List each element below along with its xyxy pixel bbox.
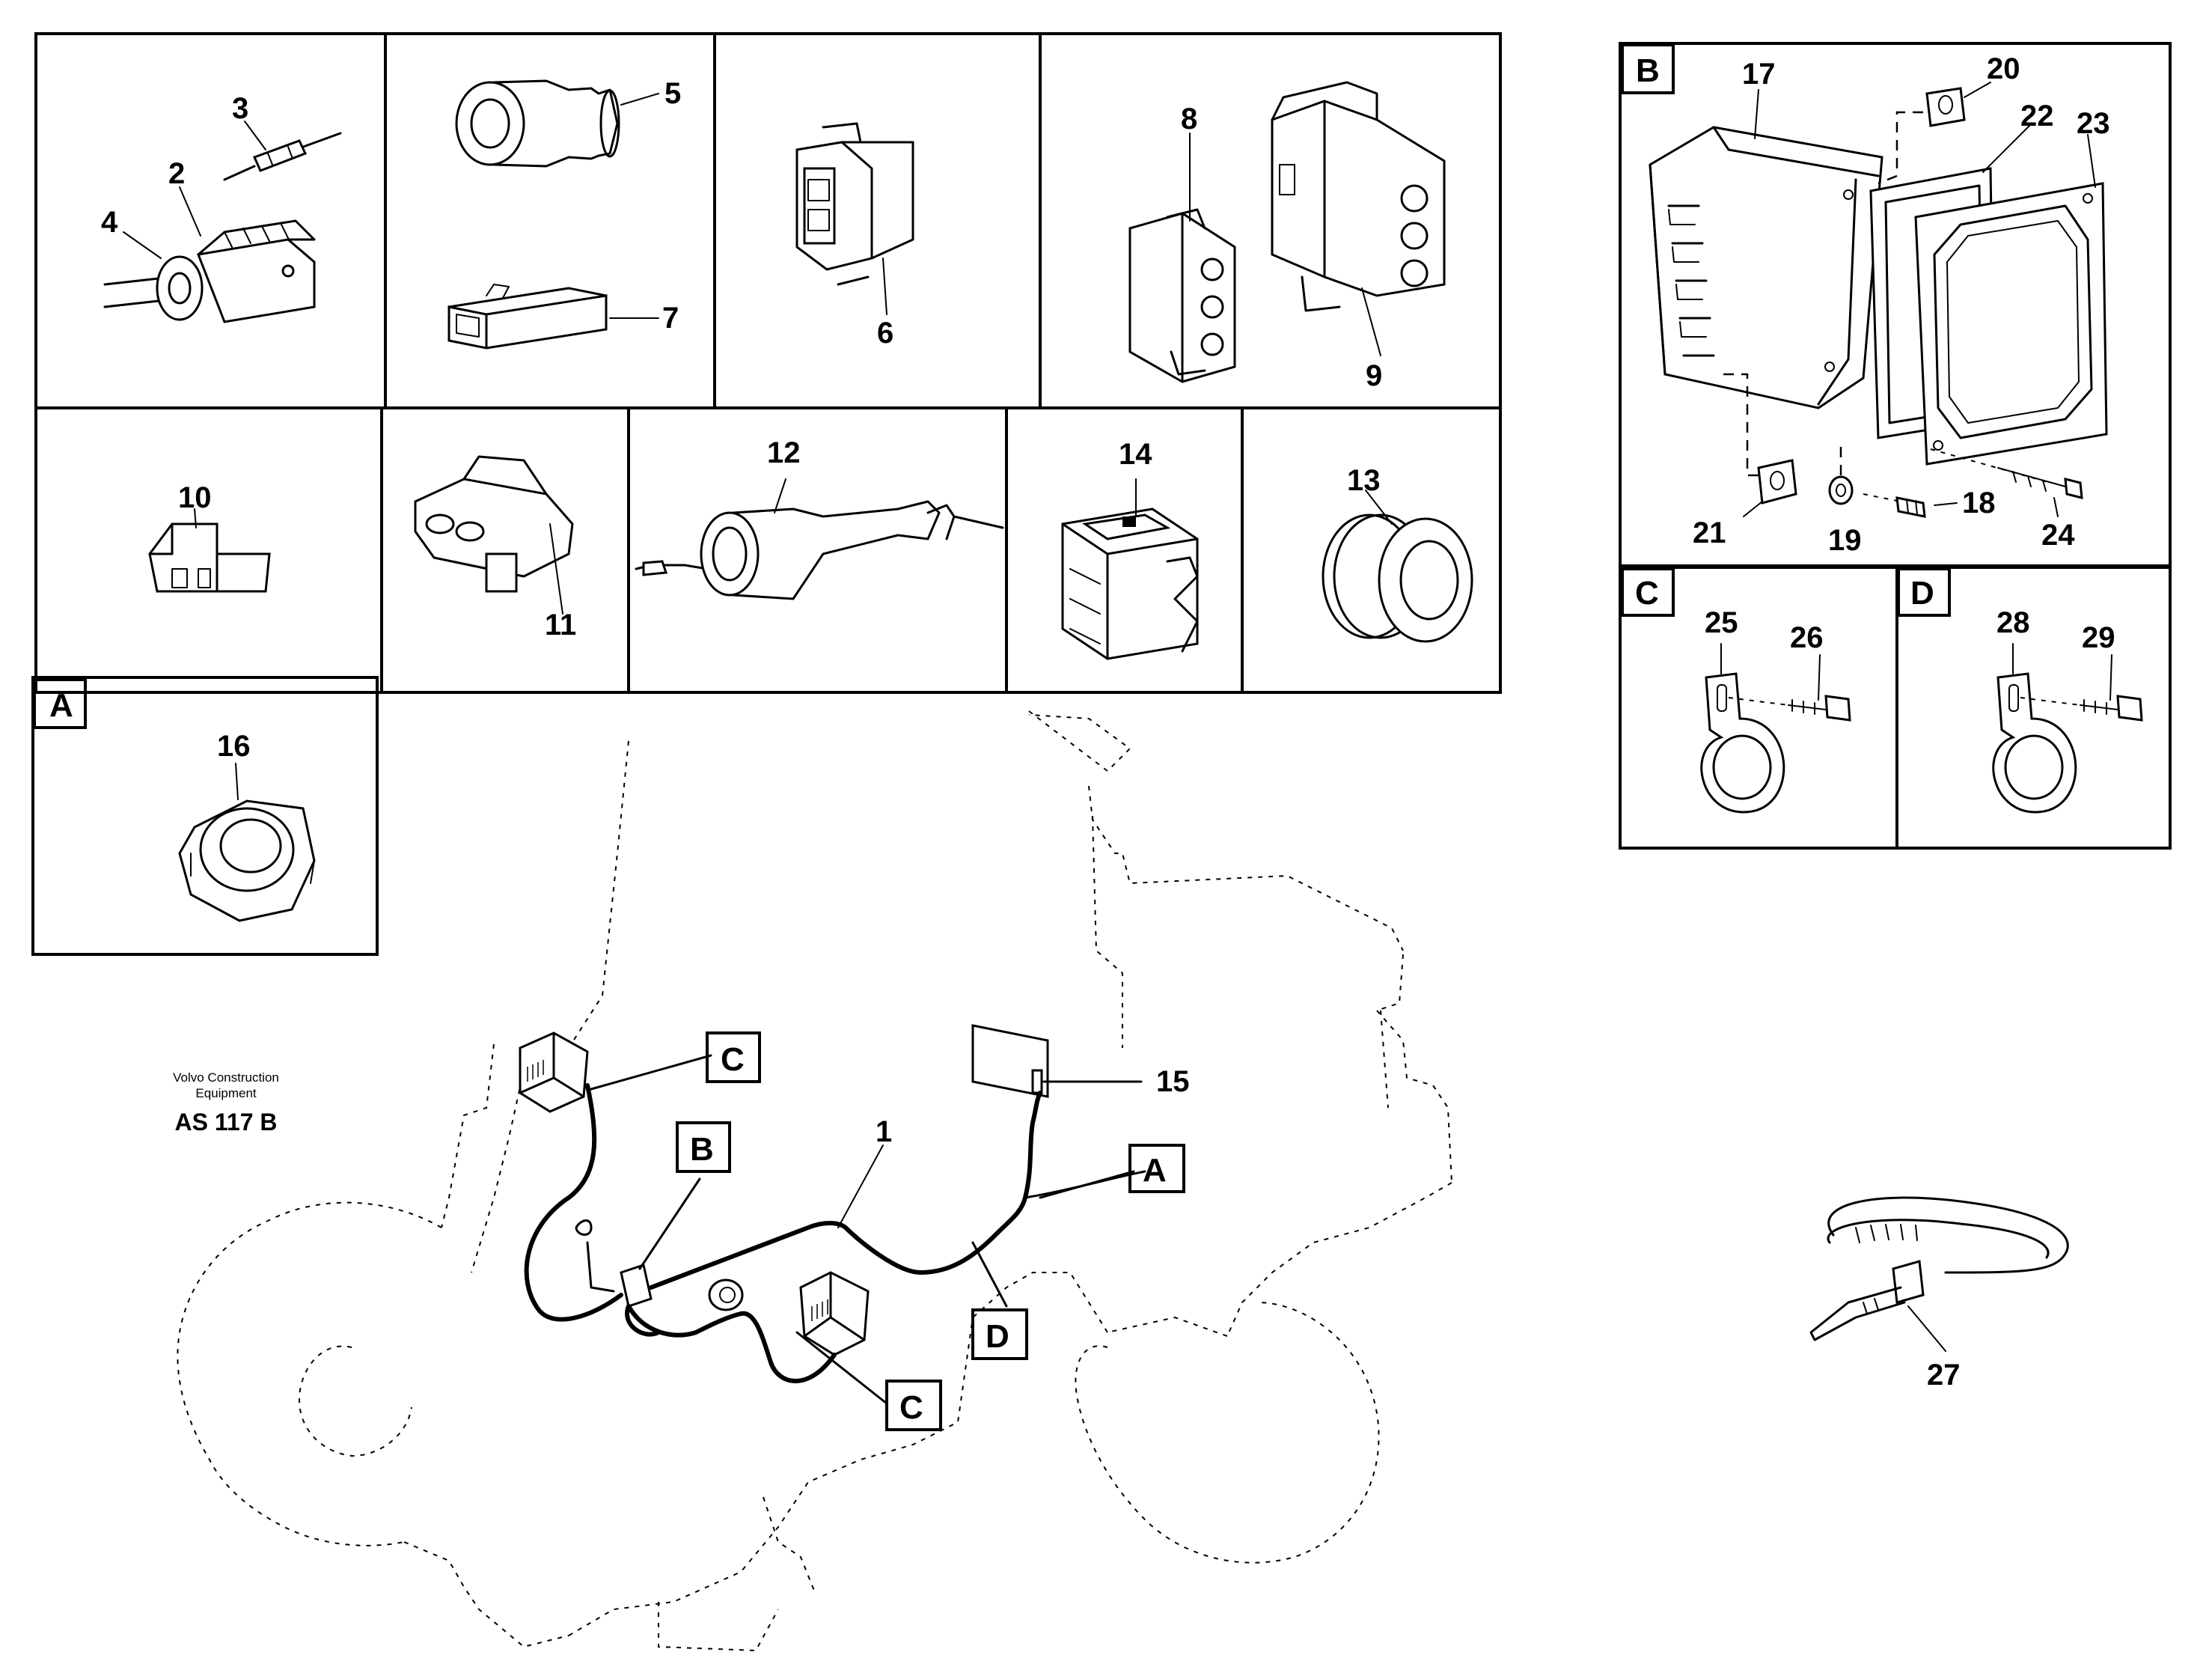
- wiring-harness-icon: [524, 1083, 1146, 1383]
- callout-20: 20: [1987, 52, 2020, 85]
- callout-12: 12: [767, 436, 801, 469]
- screw-29-icon: [2080, 654, 2143, 722]
- section-d-box: [1897, 567, 1951, 617]
- grommet-13-icon: [1322, 490, 1473, 643]
- callout-5: 5: [664, 77, 681, 110]
- harness-ref-c-upper-label: C: [721, 1041, 745, 1078]
- harness-ref-c-lower-label: C: [899, 1389, 923, 1426]
- fuse-3-icon: [223, 132, 342, 181]
- bracket-20-icon: [1878, 82, 1991, 185]
- pipe-clamp-25-icon: [1700, 643, 1789, 814]
- callout-15: 15: [1156, 1065, 1190, 1098]
- section-d-letter: D: [1910, 575, 1934, 612]
- connector-10-icon: [148, 508, 271, 593]
- lock-nut-16-icon: [178, 763, 316, 922]
- machine-outline-icon: [177, 710, 1452, 1652]
- callout-13: 13: [1347, 464, 1381, 497]
- harness-ref-c-upper: C: [706, 1031, 761, 1083]
- callout-10: 10: [178, 481, 212, 514]
- harness-ref-a: A: [1128, 1144, 1185, 1193]
- section-c-box: [1621, 567, 1675, 617]
- callout-6: 6: [877, 317, 893, 350]
- harness-ref-d: D: [971, 1308, 1028, 1360]
- callout-28: 28: [1996, 606, 2030, 639]
- callout-7: 7: [662, 302, 679, 335]
- callout-14: 14: [1119, 438, 1152, 471]
- harness-ref-c-lower: C: [885, 1380, 942, 1431]
- relay-socket-14-icon: [1061, 478, 1199, 660]
- decal-15-icon: [971, 1024, 1049, 1098]
- screw-26-icon: [1788, 654, 1851, 722]
- detail-panels-frames: [1619, 42, 2172, 850]
- callout-2: 2: [168, 157, 185, 190]
- callout-3: 3: [232, 92, 248, 125]
- relay-box-lower-icon: [799, 1271, 870, 1356]
- terminal-7-icon: [447, 284, 659, 350]
- probe-12-icon: [635, 478, 1004, 600]
- screw-24-icon: [1930, 448, 2083, 517]
- section-a-letter: A: [49, 687, 73, 724]
- caption-company-line1: Volvo Construction: [173, 1070, 279, 1085]
- callout-24: 24: [2041, 519, 2075, 552]
- boot-5-icon: [455, 79, 659, 168]
- connector-6-icon: [795, 122, 914, 315]
- connector-9-icon: [1271, 81, 1446, 356]
- callout-26: 26: [1790, 621, 1824, 654]
- section-b-letter: B: [1636, 52, 1660, 89]
- washer-19-icon: [1828, 442, 1854, 505]
- callout-16: 16: [217, 730, 251, 763]
- callout-25: 25: [1705, 606, 1738, 639]
- callout-8: 8: [1181, 103, 1197, 135]
- caption-code: AS 117 B: [175, 1109, 278, 1136]
- grommet-small-icon: [708, 1278, 744, 1311]
- callout-22: 22: [2020, 100, 2054, 132]
- callout-leaders-cell1: [123, 121, 266, 259]
- callout-29: 29: [2082, 621, 2115, 654]
- parts-grid-frames: [31, 32, 1502, 956]
- connector-11-icon: [414, 455, 574, 615]
- callout-9: 9: [1366, 359, 1382, 392]
- callout-1: 1: [876, 1115, 892, 1148]
- harness-leaders: [590, 1054, 1143, 1405]
- callout-18: 18: [1962, 487, 1996, 519]
- pipe-clamp-28-icon: [1992, 643, 2081, 814]
- cable-tie-27-icon: [1809, 1196, 2069, 1352]
- callout-11: 11: [545, 609, 576, 641]
- connector-housing-2-icon: [103, 219, 316, 323]
- harness-ref-b-label: B: [690, 1131, 714, 1168]
- callout-4: 4: [101, 206, 118, 239]
- junction-box-b-icon: [620, 1264, 653, 1308]
- bracket-21-icon: [1721, 373, 1797, 517]
- harness-ref-d-label: D: [986, 1318, 1009, 1355]
- harness-ref-b: B: [676, 1121, 731, 1173]
- caption-company-line2: Equipment: [195, 1086, 257, 1100]
- cover-23-icon: [1914, 134, 2108, 466]
- connector-8-icon: [1128, 132, 1236, 383]
- screw-18-icon: [1863, 493, 1958, 518]
- callout-23: 23: [2077, 107, 2110, 140]
- callout-27: 27: [1927, 1359, 1961, 1392]
- section-c-letter: C: [1635, 575, 1659, 612]
- relay-box-upper-icon: [519, 1031, 589, 1113]
- junction-box-17-icon: [1649, 89, 1883, 409]
- harness-ref-a-label: A: [1143, 1152, 1167, 1189]
- section-a-box: [33, 678, 87, 729]
- section-b-box: [1621, 43, 1675, 94]
- callout-21: 21: [1693, 516, 1726, 549]
- callout-17: 17: [1742, 58, 1776, 91]
- callout-19: 19: [1828, 524, 1862, 557]
